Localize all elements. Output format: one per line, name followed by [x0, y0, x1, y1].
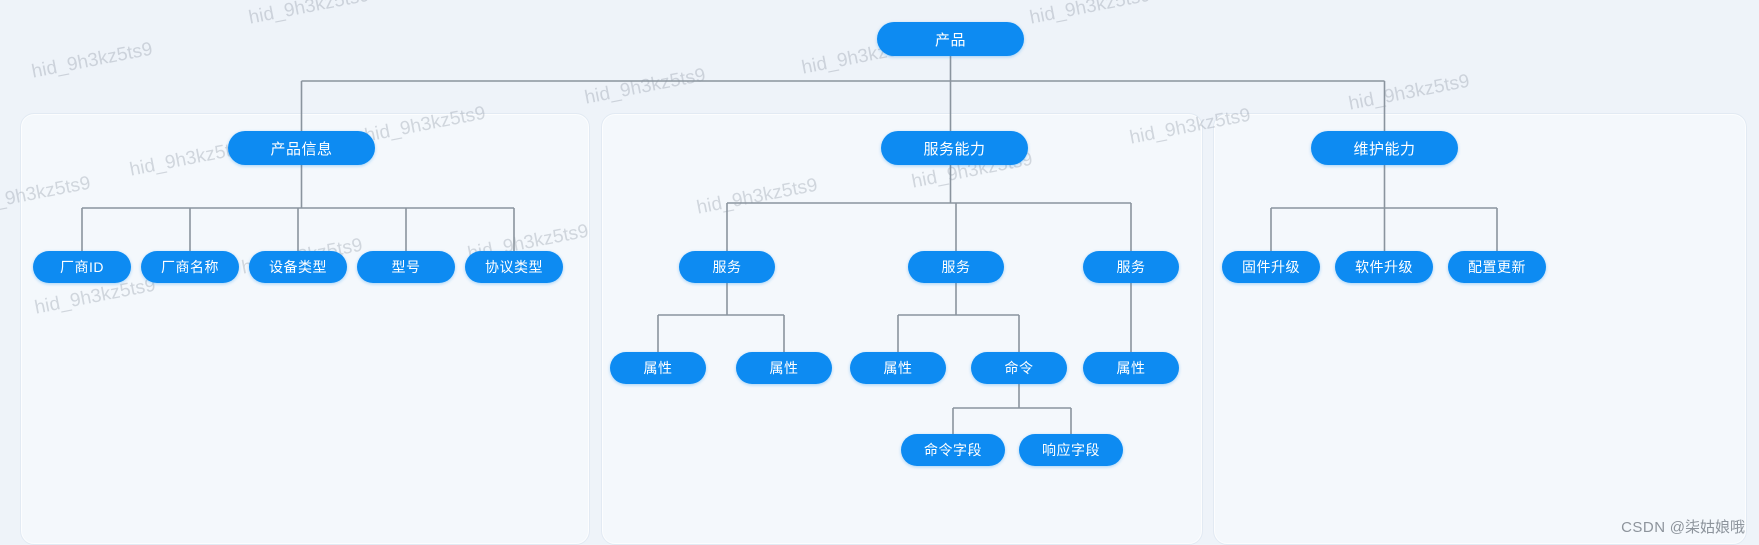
node-attribute-2[interactable]: 属性 [736, 352, 832, 384]
node-service-1[interactable]: 服务 [679, 251, 775, 283]
node-firmware-upgrade[interactable]: 固件升级 [1222, 251, 1320, 283]
product-info-panel [20, 113, 590, 545]
node-attribute-4[interactable]: 属性 [1083, 352, 1179, 384]
node-command[interactable]: 命令 [971, 352, 1067, 384]
watermark-text: hid_9h3kz5ts9 [247, 0, 372, 29]
node-product-info[interactable]: 产品信息 [228, 131, 375, 165]
node-software-upgrade[interactable]: 软件升级 [1335, 251, 1433, 283]
node-service-2[interactable]: 服务 [908, 251, 1004, 283]
watermark-text: hid_9h3kz5ts9 [30, 38, 155, 83]
watermark-text: hid_9h3kz5ts9 [1347, 70, 1472, 115]
node-model[interactable]: 型号 [357, 251, 455, 283]
credit-line: CSDN @柒姑娘哦 [1621, 516, 1745, 537]
node-device-type[interactable]: 设备类型 [249, 251, 347, 283]
node-service-capability[interactable]: 服务能力 [881, 131, 1028, 165]
service-panel [601, 113, 1203, 545]
node-protocol-type[interactable]: 协议类型 [465, 251, 563, 283]
node-manufacturer-name[interactable]: 厂商名称 [141, 251, 239, 283]
node-product[interactable]: 产品 [877, 22, 1024, 56]
node-config-update[interactable]: 配置更新 [1448, 251, 1546, 283]
watermark-text: hid_9h3kz5ts9 [583, 64, 708, 109]
node-command-field[interactable]: 命令字段 [901, 434, 1005, 466]
credit-author: @柒姑娘哦 [1669, 519, 1745, 536]
node-attribute-1[interactable]: 属性 [610, 352, 706, 384]
credit-source: CSDN [1621, 519, 1666, 536]
node-response-field[interactable]: 响应字段 [1019, 434, 1123, 466]
maintenance-panel [1213, 113, 1747, 545]
node-manufacturer-id[interactable]: 厂商ID [33, 251, 131, 283]
node-service-3[interactable]: 服务 [1083, 251, 1179, 283]
watermark-text: hid_9h3kz5ts9 [1028, 0, 1153, 29]
node-attribute-3[interactable]: 属性 [850, 352, 946, 384]
node-maintenance-capability[interactable]: 维护能力 [1311, 131, 1458, 165]
